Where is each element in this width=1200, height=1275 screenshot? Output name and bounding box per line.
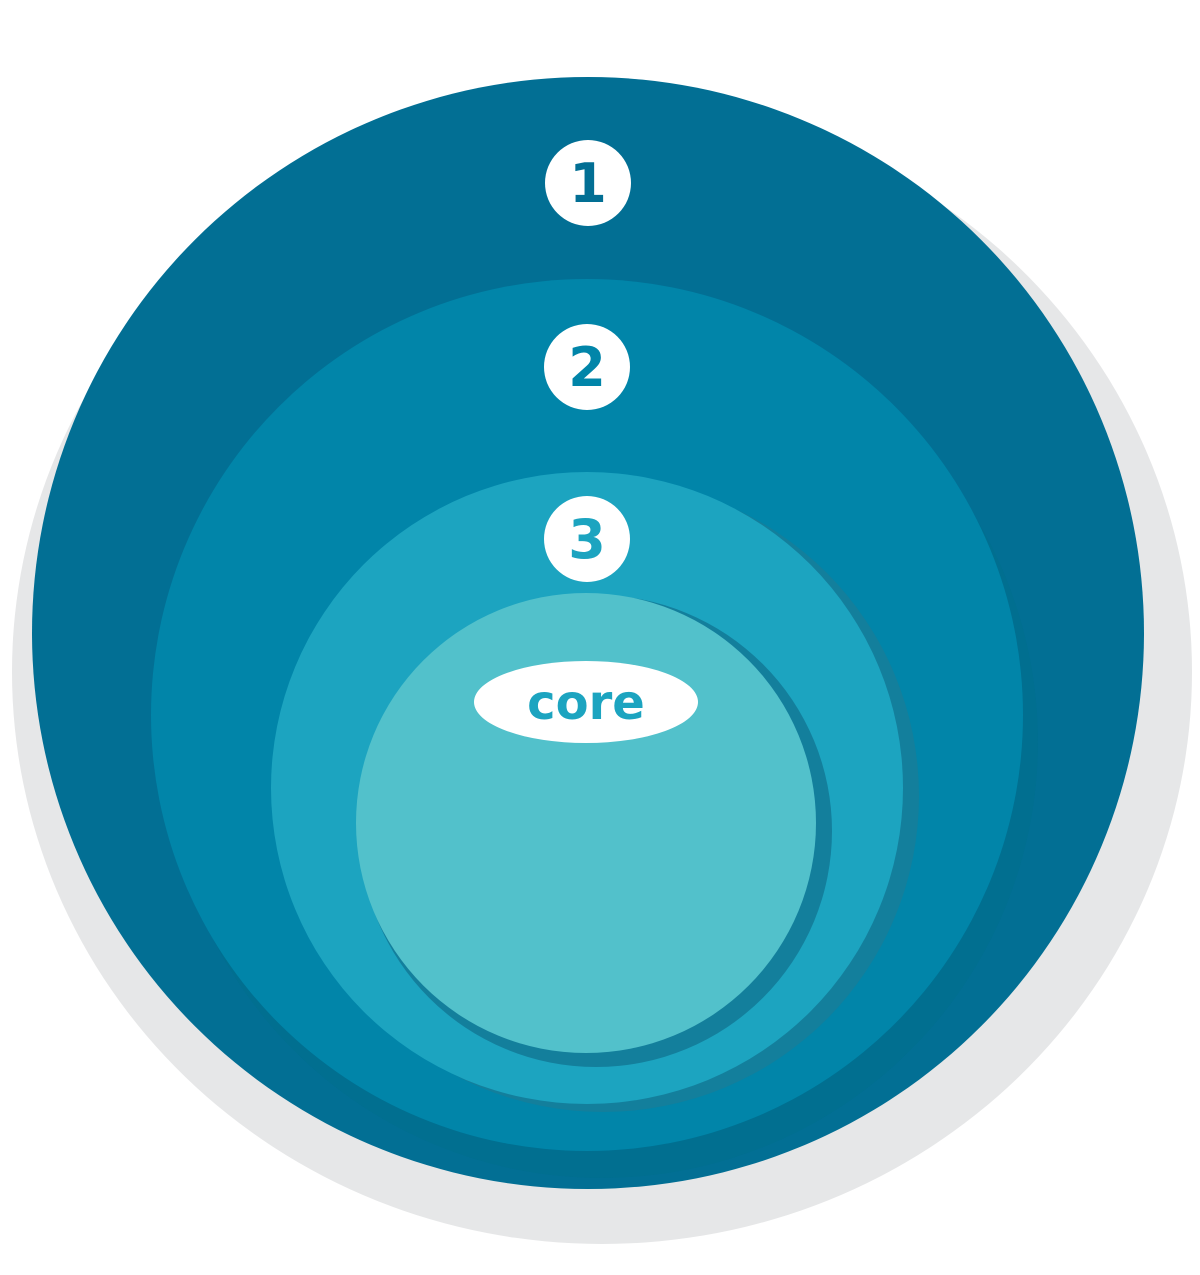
ring-2-badge: 2: [544, 324, 630, 410]
core-label: core: [527, 675, 645, 731]
ring-3-badge: 3: [544, 496, 630, 582]
ring-1-badge: 1: [545, 140, 631, 226]
ring-3-label: 3: [568, 508, 606, 571]
ring-1-badge-circle: [545, 140, 631, 226]
core-badge-ellipse: [474, 661, 698, 743]
ring-2-badge-circle: [544, 324, 630, 410]
core-badge: core: [474, 661, 698, 743]
ring-3-badge-circle: [544, 496, 630, 582]
core-circle: [356, 593, 816, 1053]
ring-2-label: 2: [568, 336, 606, 399]
ring-1-label: 1: [569, 152, 607, 215]
